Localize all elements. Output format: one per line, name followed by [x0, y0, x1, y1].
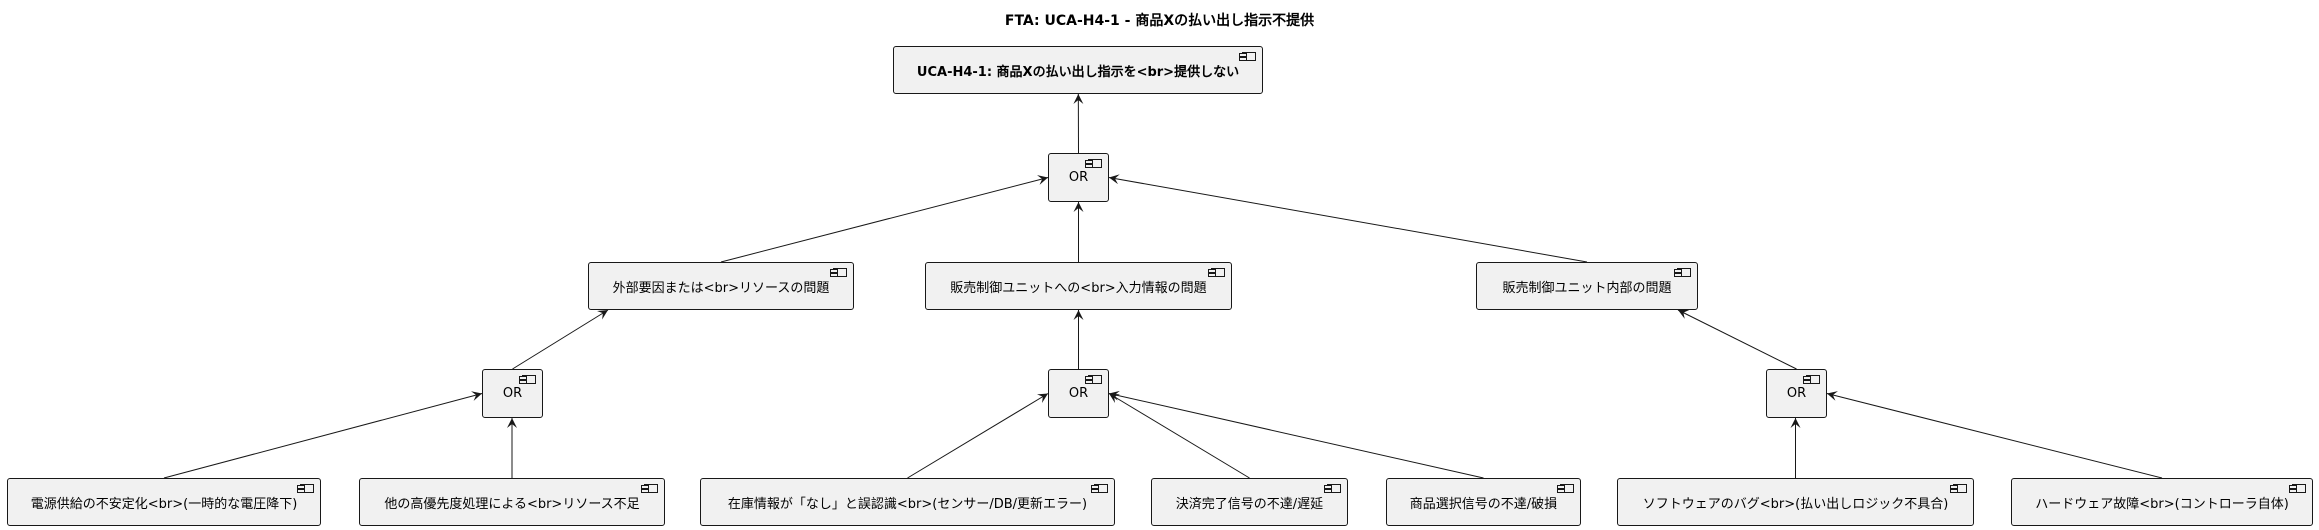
inventory-misread-label: 在庫情報が「なし」と誤認識<br>(センサー/DB/更新エラー) [727, 496, 1088, 512]
selection-signal-node[interactable]: 商品選択信号の不達/破損 [1386, 478, 1581, 526]
or-gate-top[interactable]: OR [1048, 153, 1109, 202]
hardware-failure-node[interactable]: ハードウェア故障<br>(コントローラ自体) [2011, 478, 2313, 526]
component-icon [1085, 159, 1102, 168]
payment-signal-label: 決済完了信号の不達/遅延 [1175, 496, 1324, 512]
edge-hardware-to-or_internal [1826, 391, 2163, 479]
selection-signal-label: 商品選択信号の不達/破損 [1409, 496, 1558, 512]
hardware-failure-label: ハードウェア故障<br>(コントローラ自体) [2035, 496, 2289, 512]
software-bug-node[interactable]: ソフトウェアのバグ<br>(払い出しロジック不具合) [1617, 478, 1974, 526]
input-info-node[interactable]: 販売制御ユニットへの<br>入力情報の問題 [925, 262, 1232, 310]
edge-selection-to-or_input [1108, 390, 1484, 479]
component-icon [1950, 484, 1967, 493]
edge-power-to-or_external [163, 391, 483, 479]
or-gate-label: OR [1068, 170, 1089, 185]
or-gate-label: OR [502, 386, 523, 401]
component-icon [297, 484, 314, 493]
internal-issue-label: 販売制御ユニット内部の問題 [1502, 280, 1672, 296]
component-icon [1208, 268, 1225, 277]
component-icon [1085, 375, 1102, 384]
edge-or_internal-to-internal [1677, 309, 1797, 370]
or-gate-input[interactable]: OR [1048, 369, 1109, 418]
component-icon [519, 375, 536, 384]
external-cause-label: 外部要因または<br>リソースの問題 [612, 280, 830, 296]
software-bug-label: ソフトウェアのバグ<br>(払い出しロジック不具合) [1642, 496, 1949, 512]
power-supply-label: 電源供給の不安定化<br>(一時的な電圧降下) [30, 496, 298, 512]
component-icon [1324, 484, 1341, 493]
top-event-node[interactable]: UCA-H4-1: 商品Xの払い出し指示を<br>提供しない [893, 46, 1263, 94]
component-icon [1091, 484, 1108, 493]
edge-payment-to-or_input [1108, 393, 1250, 479]
inventory-misread-node[interactable]: 在庫情報が「なし」と誤認識<br>(センサー/DB/更新エラー) [700, 478, 1115, 526]
edge-or_external-to-external [512, 309, 609, 370]
top-event-label: UCA-H4-1: 商品Xの払い出し指示を<br>提供しない [916, 64, 1240, 80]
resource-shortage-node[interactable]: 他の高優先度処理による<br>リソース不足 [359, 478, 665, 526]
or-gate-label: OR [1786, 386, 1807, 401]
or-gate-label: OR [1068, 386, 1089, 401]
component-icon [830, 268, 847, 277]
input-info-label: 販売制御ユニットへの<br>入力情報の問題 [950, 280, 1207, 296]
component-icon [2289, 484, 2306, 493]
external-cause-node[interactable]: 外部要因または<br>リソースの問題 [588, 262, 854, 310]
component-icon [1803, 375, 1820, 384]
edge-inventory-to-or_input [907, 393, 1049, 479]
component-icon [1557, 484, 1574, 493]
component-icon [1674, 268, 1691, 277]
diagram-title: FTA: UCA-H4-1 - 商品Xの払い出し指示不提供 [1004, 13, 1315, 29]
or-gate-external[interactable]: OR [482, 369, 543, 418]
resource-shortage-label: 他の高優先度処理による<br>リソース不足 [384, 496, 640, 512]
edge-external-to-or_top [720, 175, 1049, 263]
power-supply-node[interactable]: 電源供給の不安定化<br>(一時的な電圧降下) [7, 478, 321, 526]
payment-signal-node[interactable]: 決済完了信号の不達/遅延 [1151, 478, 1348, 526]
component-icon [1239, 52, 1256, 61]
component-icon [641, 484, 658, 493]
or-gate-internal[interactable]: OR [1766, 369, 1827, 418]
edge-internal-to-or_top [1108, 174, 1588, 263]
internal-issue-node[interactable]: 販売制御ユニット内部の問題 [1476, 262, 1698, 310]
